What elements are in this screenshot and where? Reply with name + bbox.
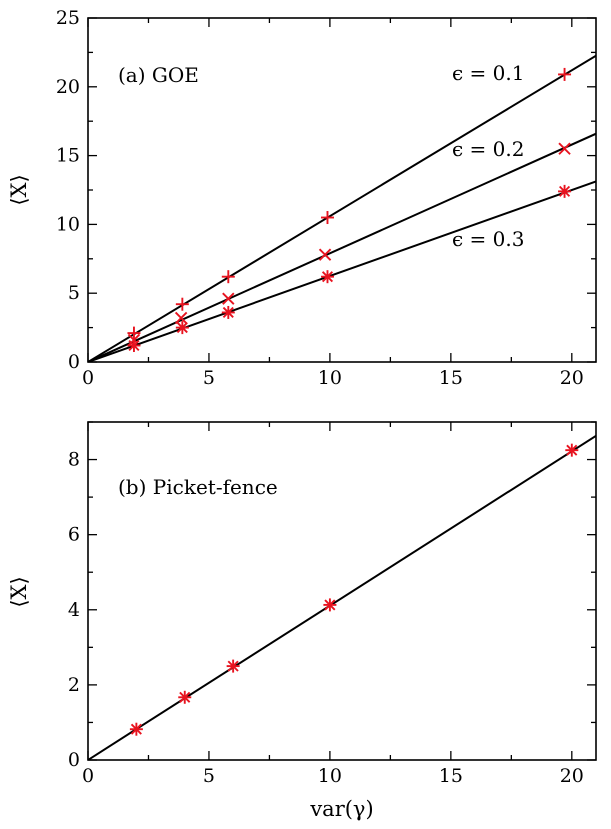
plot-frame-b (87, 421, 597, 761)
y-tick-label-b: 6 (68, 524, 80, 546)
data-point-b-0 (178, 690, 192, 704)
panel-a-goe: 0 5 10 15 20 0 5 10 15 20 25 ⟨X⟩ (a) GOE ϵ = 0.1 ϵ = 0… (7, 7, 597, 389)
y-tick-label-a: 5 (68, 282, 80, 304)
x-tick-label-a: 15 (439, 367, 463, 389)
data-point-a-0 (127, 326, 141, 340)
data-point-a-2 (320, 270, 334, 284)
data-point-b-0 (565, 443, 579, 457)
x-tick-label-a: 20 (560, 367, 584, 389)
data-point-a-2 (221, 305, 235, 319)
x-axis-label-b: var(γ) (309, 797, 373, 821)
x-tick-label-b: 5 (203, 765, 215, 787)
series-label-a-1: ϵ = 0.2 (452, 137, 524, 161)
x-tick-label-a: 0 (82, 367, 94, 389)
panel-label-b: (b) Picket-fence (118, 475, 278, 499)
data-point-a-1 (174, 311, 188, 325)
panel-label-a: (a) GOE (118, 63, 199, 87)
y-tick-label-a: 10 (56, 213, 80, 235)
y-tick-label-b: 0 (68, 749, 80, 771)
data-point-a-0 (558, 67, 572, 81)
y-tick-label-a: 0 (68, 351, 80, 373)
panel-b-picket-fence: 0 5 10 15 20 0 2 4 6 8 ⟨X⟩ var(γ) (b) Picket-fence (7, 421, 597, 821)
y-tick-label-b: 8 (68, 449, 80, 471)
data-point-a-1 (558, 142, 571, 155)
fit-line-a-1 (88, 132, 596, 362)
data-point-a-0 (221, 270, 235, 284)
y-tick-label-a: 15 (56, 145, 80, 167)
data-point-a-0 (175, 297, 189, 311)
data-point-a-0 (320, 211, 334, 225)
y-tick-label-b: 2 (68, 674, 80, 696)
data-point-b-0 (323, 598, 337, 612)
y-tick-label-b: 4 (68, 599, 80, 621)
fit-line-a-0 (88, 54, 596, 362)
series-label-a-0: ϵ = 0.1 (452, 61, 524, 85)
x-tick-label-a: 10 (318, 367, 342, 389)
fit-line-b-0 (88, 435, 596, 760)
y-axis-label-a: ⟨X⟩ (7, 174, 31, 205)
y-axis-label-b: ⟨X⟩ (7, 576, 31, 607)
data-point-a-2 (558, 184, 572, 198)
fit-line-a-2 (88, 180, 596, 362)
y-tick-label-a: 20 (56, 76, 80, 98)
data-point-b-0 (129, 722, 143, 736)
series-label-a-2: ϵ = 0.3 (452, 227, 524, 251)
x-tick-label-b: 0 (82, 765, 94, 787)
data-point-a-2 (175, 321, 189, 335)
data-point-a-2 (127, 338, 141, 352)
data-point-a-1 (318, 248, 332, 261)
x-tick-label-a: 5 (203, 367, 215, 389)
x-tick-label-b: 15 (439, 765, 463, 787)
data-point-a-1 (222, 292, 235, 305)
y-tick-label-a: 25 (56, 7, 80, 29)
x-tick-label-b: 20 (560, 765, 584, 787)
x-tick-label-b: 10 (318, 765, 342, 787)
data-point-b-0 (226, 659, 240, 673)
